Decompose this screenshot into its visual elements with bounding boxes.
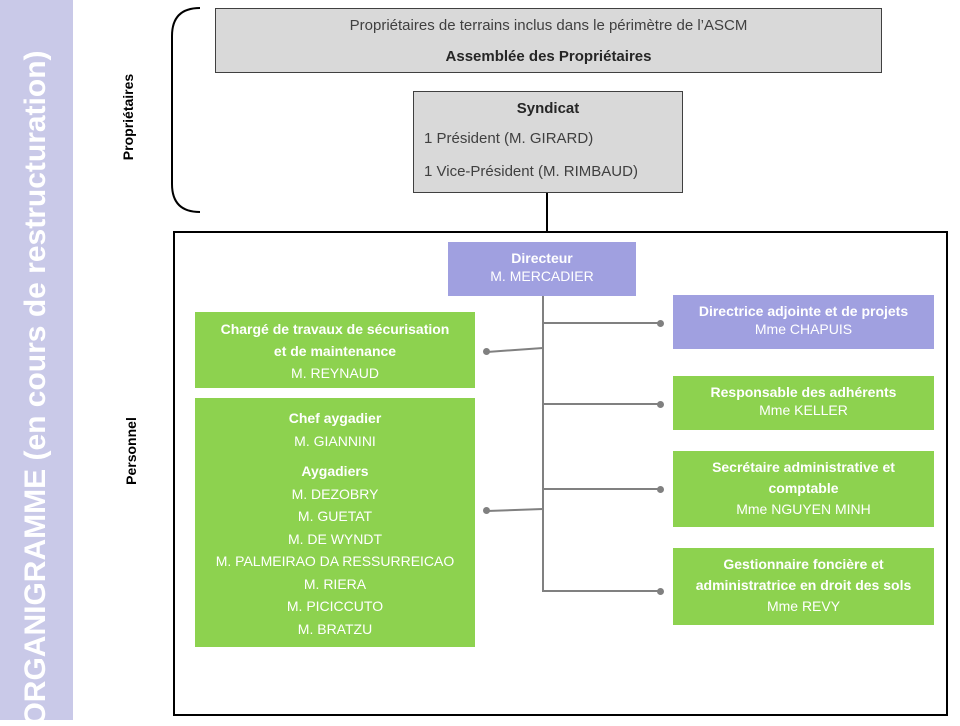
director-name: M. MERCADIER	[490, 268, 594, 284]
branch-land	[543, 590, 659, 592]
team-member: M. RIERA	[303, 575, 367, 592]
director-title: Directeur	[511, 250, 573, 266]
branch-members	[543, 403, 659, 405]
assembly-line2: Assemblée des Propriétaires	[445, 48, 652, 65]
dot-members	[657, 401, 664, 408]
land-manager-name: Mme REVY	[766, 598, 841, 614]
team-member: M. PALMEIRAO DA RESSURREICAO	[215, 553, 455, 569]
secretary-name: Mme NGUYEN MINH	[736, 501, 871, 517]
works-title-line2: et de maintenance	[273, 343, 397, 359]
syndicat-vice-president: 1 Vice-Président (M. RIMBAUD)	[424, 163, 638, 180]
land-manager-box: Gestionnaire foncière et administratrice…	[673, 548, 934, 625]
team-member: M. BRATZU	[297, 620, 373, 637]
team-member: M. DEZOBRY	[291, 485, 379, 502]
tree-trunk	[542, 296, 544, 592]
land-manager-title-line2: administratrice en droit des sols	[695, 577, 912, 593]
chief-name: M. GIANNINI	[294, 432, 376, 449]
dot-deputy	[657, 320, 664, 327]
assembly-line1: Propriétaires de terrains inclus dans le…	[349, 17, 748, 34]
assembly-box: Propriétaires de terrains inclus dans le…	[215, 8, 882, 73]
land-manager-title-line1: Gestionnaire foncière et	[723, 556, 884, 572]
team-title: Aygadiers	[301, 463, 369, 479]
deputy-box: Directrice adjointe et de projets Mme CH…	[673, 295, 934, 349]
branch-deputy	[543, 322, 659, 324]
deputy-name: Mme CHAPUIS	[754, 321, 853, 337]
works-title-line1: Chargé de travaux de sécurisation	[220, 321, 450, 337]
sidebar: ORGANIGRAMME (en cours de restructuratio…	[0, 0, 73, 726]
dot-aygadiers	[483, 507, 490, 514]
syndicat-president: 1 Président (M. GIRARD)	[424, 130, 594, 147]
syndicat-title: Syndicat	[516, 100, 580, 117]
team-member: M. DE WYNDT	[287, 530, 383, 547]
works-name: M. REYNAUD	[291, 365, 379, 381]
dot-land	[657, 588, 664, 595]
members-manager-name: Mme KELLER	[759, 402, 848, 418]
branch-secretary	[543, 488, 659, 490]
secretary-box: Secrétaire administrative et comptable M…	[673, 451, 934, 527]
works-box: Chargé de travaux de sécurisation et de …	[195, 312, 475, 388]
director-box: Directeur M. MERCADIER	[448, 242, 636, 296]
chief-title: Chef aygadier	[288, 410, 382, 426]
syndicat-box: Syndicat 1 Président (M. GIRARD) 1 Vice-…	[413, 91, 683, 193]
aygadiers-box: Chef aygadier M. GIANNINI Aygadiers M. D…	[195, 398, 475, 647]
team-member: M. GUETAT	[297, 508, 373, 524]
staff-frame	[173, 231, 948, 716]
dot-works	[483, 348, 490, 355]
secretary-title-line1: Secrétaire administrative et	[712, 459, 895, 475]
secretary-title-line2: comptable	[768, 480, 839, 496]
team-member: M. PICICCUTO	[286, 598, 384, 614]
deputy-title: Directrice adjointe et de projets	[698, 303, 909, 319]
members-manager-title: Responsable des adhérents	[710, 384, 897, 400]
owners-brace	[171, 7, 201, 213]
dot-secretary	[657, 486, 664, 493]
members-manager-box: Responsable des adhérents Mme KELLER	[673, 376, 934, 430]
